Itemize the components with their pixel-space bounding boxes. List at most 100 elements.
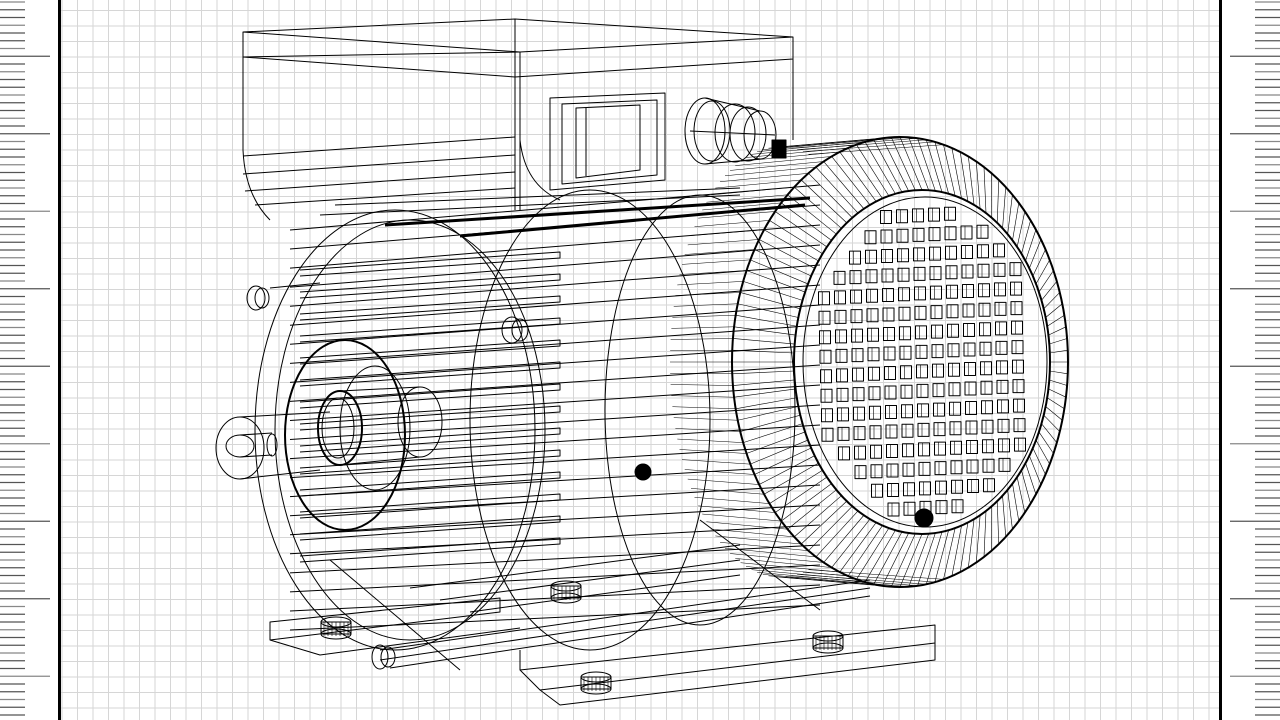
housing-line <box>289 544 821 574</box>
shroud-hatch <box>1029 455 1042 485</box>
shroud-hatch <box>673 303 738 307</box>
vent-slot <box>946 284 958 299</box>
vent-slot <box>981 400 993 415</box>
vent-slot <box>913 266 926 281</box>
vent-slot <box>883 346 896 361</box>
fin <box>299 493 561 519</box>
vent-slot <box>901 423 914 438</box>
shroud-hatch <box>1047 397 1065 410</box>
vent-slot <box>898 287 910 302</box>
fin <box>299 317 561 343</box>
shroud-hatch <box>1049 370 1068 375</box>
vent-slot <box>834 309 847 324</box>
shroud-hatch <box>774 211 828 248</box>
housing-line <box>289 244 821 288</box>
shroud-hatch <box>754 447 812 475</box>
vent-slot <box>899 326 911 341</box>
vent-slot <box>948 382 961 397</box>
vent-slot <box>980 380 993 395</box>
vent-slot <box>945 265 958 280</box>
vent-slot <box>1011 340 1024 355</box>
vent-slot <box>964 381 977 396</box>
vent-slot <box>1013 398 1025 413</box>
shroud-hatch <box>673 417 738 421</box>
shroud-hatch <box>908 137 929 191</box>
vent-slot <box>917 403 929 418</box>
top-rail-outline <box>269 187 741 289</box>
vent-slot <box>993 262 1006 277</box>
vent-slot <box>932 383 945 398</box>
vent-slot <box>852 367 864 382</box>
vent-slot <box>868 386 881 401</box>
nameplate-block <box>549 92 666 191</box>
shroud-hatch <box>706 521 788 530</box>
shroud-hatch <box>670 338 733 340</box>
vent-slot <box>919 481 931 496</box>
shroud-hatch <box>670 384 733 386</box>
housing-line <box>289 364 821 402</box>
vent-slot <box>977 244 989 259</box>
vent-slot <box>917 422 930 437</box>
shroud-hatch <box>734 326 796 336</box>
vent-slot <box>946 304 959 319</box>
shroud-hatch <box>975 161 981 209</box>
vent-slot <box>836 387 849 402</box>
housing-line <box>289 264 821 307</box>
shroud-hatch <box>758 239 815 269</box>
vent-slot <box>930 285 942 300</box>
vent-slot <box>882 307 895 322</box>
vent-slot <box>900 365 912 380</box>
vent-slot <box>1012 379 1025 394</box>
shroud-hatch <box>735 558 832 568</box>
shroud-hatch <box>750 259 809 285</box>
shroud-hatch <box>740 562 840 573</box>
shroud-hatch <box>996 179 1000 223</box>
shroud-hatch <box>670 349 733 351</box>
vent-slot <box>964 362 976 376</box>
shroud-hatch <box>681 459 751 465</box>
shroud-hatch <box>983 167 987 214</box>
shroud-hatch <box>672 406 736 410</box>
vent-slot <box>821 408 833 423</box>
vent-slot <box>896 209 908 224</box>
shroud-hatch <box>1045 406 1063 421</box>
vent-slot <box>868 366 880 381</box>
vent-slot <box>884 385 897 400</box>
vent-slot <box>998 438 1010 453</box>
vent-slot <box>929 246 941 261</box>
vent-slot <box>833 270 846 285</box>
shroud-hatch <box>823 161 865 209</box>
shroud-hatch <box>802 141 935 152</box>
vent-slot <box>1011 320 1023 335</box>
vent-slot <box>950 460 963 475</box>
shroud-hatch <box>715 535 802 545</box>
shroud-hatch <box>757 572 866 583</box>
vent-slot <box>850 309 863 324</box>
housing-line <box>289 564 821 593</box>
shroud-hatch <box>675 428 741 432</box>
vent-slot <box>897 267 910 282</box>
vent-slot <box>914 305 927 320</box>
vent-slot <box>916 383 929 398</box>
shroud-hatch <box>681 259 751 265</box>
vent-slot <box>995 321 1007 336</box>
shroud-hatch <box>732 370 795 375</box>
shroud-hatch <box>710 528 795 538</box>
shroud-hatch <box>934 530 949 583</box>
shroud-hatch <box>1035 259 1050 285</box>
vent-slot <box>981 419 994 434</box>
right-ruler-ticks <box>1230 1 1280 716</box>
shroud-hatch <box>746 431 806 454</box>
vent-slot <box>961 264 974 279</box>
shroud-hatch <box>735 314 797 327</box>
shroud-hatch <box>968 519 975 568</box>
front-end-bracket <box>284 339 411 531</box>
housing-line <box>289 504 821 536</box>
vent-slot <box>819 349 832 364</box>
shroud-hatch <box>740 292 801 310</box>
shroud-hatch <box>737 303 799 318</box>
vent-slot <box>912 227 925 242</box>
vent-slot <box>929 266 942 281</box>
shroud-hatch <box>1002 495 1007 537</box>
vent-slot <box>867 327 879 342</box>
